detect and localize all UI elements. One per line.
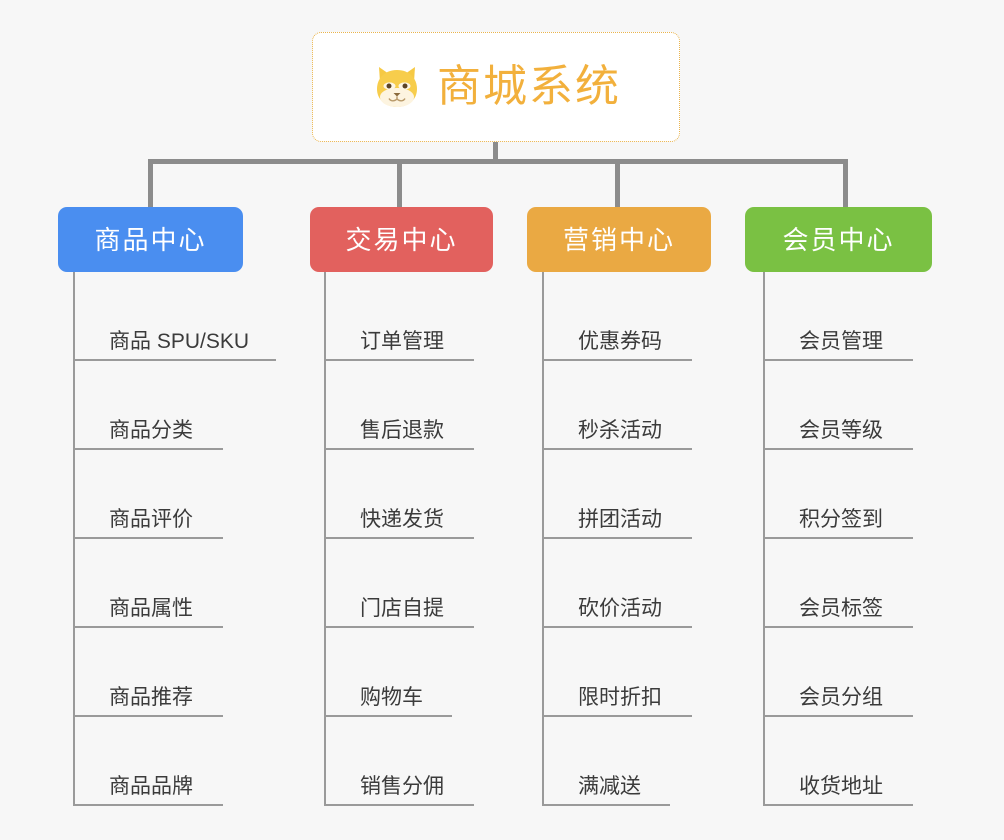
connector-drop — [397, 161, 402, 207]
leaf-underline — [542, 804, 670, 806]
leaf-column-1: 商品 SPU/SKU 商品分类商品评价商品属性商品推荐商品品牌 — [73, 272, 276, 806]
leaf-item[interactable]: 拼团活动 — [542, 450, 692, 539]
leaf-column-2: 订单管理售后退款快递发货门店自提购物车销售分佣 — [324, 272, 474, 806]
leaf-item[interactable]: 会员标签 — [763, 539, 913, 628]
leaf-item[interactable]: 会员管理 — [763, 272, 913, 361]
leaf-label: 秒杀活动 — [578, 419, 662, 442]
leaf-underline — [542, 626, 692, 628]
leaf-rail — [542, 272, 544, 806]
leaf-label: 购物车 — [360, 686, 423, 709]
connector-drop — [615, 161, 620, 207]
leaf-underline — [73, 626, 223, 628]
leaf-rail — [324, 272, 326, 806]
leaf-label: 门店自提 — [360, 597, 444, 620]
leaf-label: 会员等级 — [799, 419, 883, 442]
leaf-underline — [73, 804, 223, 806]
leaf-label: 商品分类 — [109, 419, 193, 442]
leaf-item[interactable]: 优惠券码 — [542, 272, 692, 361]
leaf-item[interactable]: 商品推荐 — [73, 628, 263, 717]
leaf-item[interactable]: 砍价活动 — [542, 539, 692, 628]
leaf-rail — [763, 272, 765, 806]
connector-drop — [148, 161, 153, 207]
category-label: 交易中心 — [345, 224, 458, 255]
leaf-label: 会员管理 — [799, 330, 883, 353]
connector-stem — [493, 142, 498, 162]
leaf-item[interactable]: 限时折扣 — [542, 628, 692, 717]
category-box-4[interactable]: 会员中心 — [745, 207, 932, 272]
category-label: 商品中心 — [94, 224, 207, 255]
category-label: 会员中心 — [782, 224, 895, 255]
leaf-item[interactable]: 满减送 — [542, 717, 676, 806]
category-box-1[interactable]: 商品中心 — [58, 207, 243, 272]
leaf-underline — [324, 804, 474, 806]
leaf-underline — [73, 715, 223, 717]
connector-bus — [148, 159, 848, 164]
leaf-label: 限时折扣 — [578, 686, 662, 709]
leaf-underline — [73, 448, 223, 450]
category-box-2[interactable]: 交易中心 — [310, 207, 493, 272]
leaf-label: 积分签到 — [799, 508, 883, 531]
leaf-label: 商品属性 — [109, 597, 193, 620]
leaf-item[interactable]: 商品品牌 — [73, 717, 263, 806]
leaf-label: 快递发货 — [360, 508, 444, 531]
leaf-item[interactable]: 会员等级 — [763, 361, 913, 450]
leaf-item[interactable]: 商品属性 — [73, 539, 263, 628]
leaf-underline — [763, 804, 913, 806]
leaf-label: 满减送 — [578, 775, 641, 798]
leaf-underline — [73, 537, 223, 539]
leaf-underline — [763, 359, 913, 361]
leaf-underline — [542, 359, 692, 361]
leaf-label: 商品评价 — [109, 508, 193, 531]
leaf-underline — [324, 715, 452, 717]
leaf-item[interactable]: 快递发货 — [324, 450, 474, 539]
leaf-underline — [324, 626, 474, 628]
leaf-underline — [73, 359, 276, 361]
leaf-underline — [763, 448, 913, 450]
leaf-item[interactable]: 售后退款 — [324, 361, 474, 450]
leaf-underline — [324, 448, 474, 450]
leaf-item[interactable]: 门店自提 — [324, 539, 474, 628]
leaf-underline — [763, 715, 913, 717]
leaf-item[interactable]: 购物车 — [324, 628, 458, 717]
leaf-item[interactable]: 收货地址 — [763, 717, 913, 806]
leaf-label: 会员标签 — [799, 597, 883, 620]
connector-drop — [843, 161, 848, 207]
leaf-underline — [542, 448, 692, 450]
leaf-label: 订单管理 — [360, 330, 444, 353]
leaf-item[interactable]: 销售分佣 — [324, 717, 474, 806]
leaf-column-3: 优惠券码秒杀活动拼团活动砍价活动限时折扣满减送 — [542, 272, 692, 806]
leaf-underline — [763, 537, 913, 539]
leaf-item[interactable]: 商品评价 — [73, 450, 263, 539]
leaf-item[interactable]: 秒杀活动 — [542, 361, 692, 450]
leaf-item[interactable]: 商品分类 — [73, 361, 263, 450]
leaf-column-4: 会员管理会员等级积分签到会员标签会员分组收货地址 — [763, 272, 913, 806]
category-box-3[interactable]: 营销中心 — [527, 207, 711, 272]
root-node[interactable]: 商城系统 — [312, 32, 680, 142]
leaf-label: 商品推荐 — [109, 686, 193, 709]
leaf-label: 销售分佣 — [360, 775, 444, 798]
leaf-label: 拼团活动 — [578, 508, 662, 531]
leaf-label: 售后退款 — [360, 419, 444, 442]
leaf-underline — [542, 537, 692, 539]
leaf-label: 优惠券码 — [578, 330, 662, 353]
leaf-item[interactable]: 会员分组 — [763, 628, 913, 717]
leaf-label: 砍价活动 — [578, 597, 662, 620]
leaf-label: 会员分组 — [799, 686, 883, 709]
leaf-rail — [73, 272, 75, 806]
leaf-underline — [324, 537, 474, 539]
leaf-label: 商品 SPU/SKU — [109, 330, 250, 353]
leaf-item[interactable]: 积分签到 — [763, 450, 913, 539]
leaf-item[interactable]: 商品 SPU/SKU — [73, 272, 276, 361]
root-title: 商城系统 — [437, 62, 621, 111]
leaf-underline — [542, 715, 692, 717]
shiba-dog-emoji — [371, 61, 423, 113]
category-label: 营销中心 — [562, 224, 675, 255]
leaf-label: 商品品牌 — [109, 775, 193, 798]
leaf-label: 收货地址 — [799, 775, 883, 798]
leaf-underline — [763, 626, 913, 628]
leaf-underline — [324, 359, 474, 361]
leaf-item[interactable]: 订单管理 — [324, 272, 474, 361]
